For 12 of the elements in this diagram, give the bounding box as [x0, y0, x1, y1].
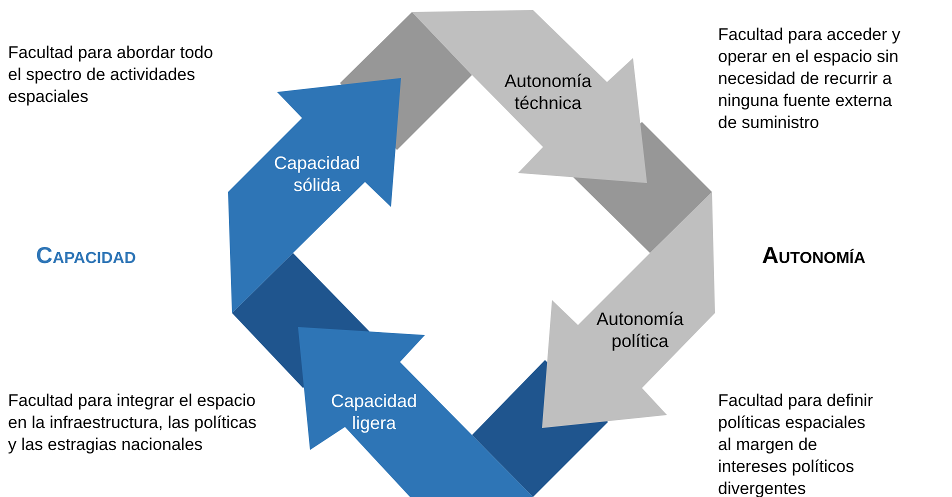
description-text: Facultad para acceder y operar en el espacio sin necesidad de recurrir a ninguna fuente externa de suministro [718, 24, 902, 134]
arrow-label: Autonomía téchnica [503, 70, 593, 114]
arrow-label: Capacidad sólida [272, 152, 362, 196]
cycle-step-shape [228, 78, 401, 388]
heading-text: Autonomía [762, 244, 866, 266]
description-text: Facultad para abordar todo el spectro de actividades espaciales [8, 42, 214, 108]
heading-text: Capacidad [36, 244, 137, 266]
cycle-step-shape [298, 327, 608, 497]
description-text: Facultad para integrar el espacio en la infraestructura, las políticas y las estragias nacionales [8, 390, 258, 456]
cycle-step-shape [542, 122, 715, 428]
arrow-label: Capacidad ligera [330, 390, 418, 434]
arrow-label: Autonomía política [595, 308, 685, 352]
